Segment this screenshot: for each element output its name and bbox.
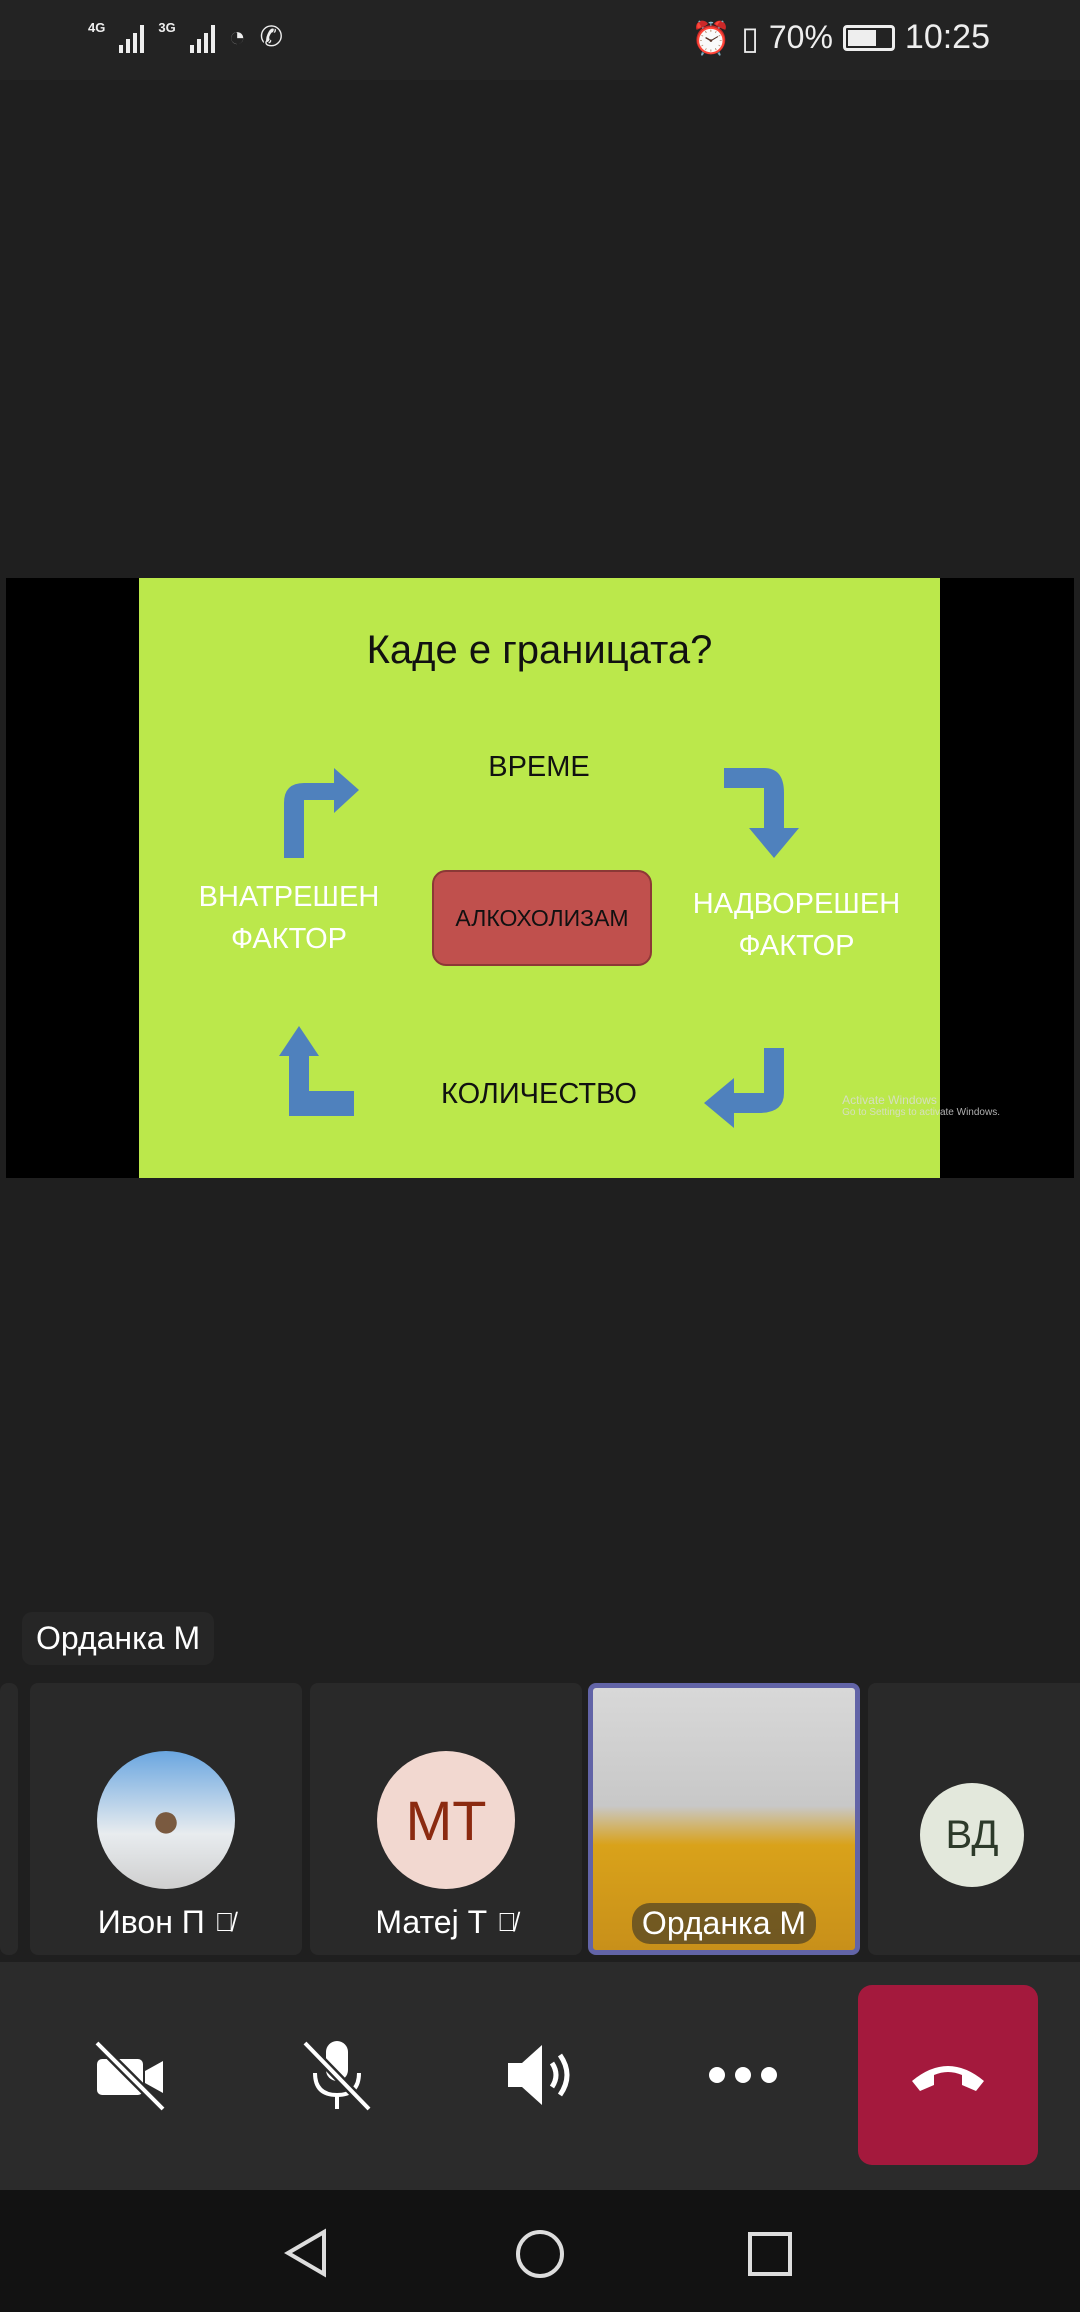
hang-up-button[interactable] — [858, 1985, 1038, 2165]
mute-button[interactable] — [282, 2020, 392, 2130]
arrow-left-up-icon — [279, 1026, 354, 1116]
mic-off-icon — [301, 2039, 373, 2113]
battery-percent: 70% — [768, 19, 833, 55]
participant-name: Ивон П — [97, 1904, 205, 1940]
participant-name: Матеј Т — [375, 1904, 488, 1940]
avatar: ● — [97, 1751, 235, 1889]
more-options-button[interactable] — [688, 2020, 798, 2130]
arrow-down-left-icon — [704, 1048, 784, 1128]
slide-label-external: НАДВОРЕШЕН ФАКТОР — [684, 883, 909, 967]
label-line: ФАКТОР — [738, 930, 855, 962]
label-line: ВНАТРЕШЕН — [198, 881, 380, 913]
slide-label-internal: ВНАТРЕШЕН ФАКТОР — [189, 876, 389, 960]
system-nav-bar — [0, 2190, 1080, 2312]
network-type-label-2: 3G — [158, 20, 176, 35]
status-bar: 4G 3G ◔ ✆ ⏰ ▯ 70% 10:25 — [0, 0, 1080, 80]
home-icon[interactable] — [514, 2228, 566, 2280]
watermark-line: Go to Settings to activate Windows. — [842, 1107, 1000, 1118]
participant-name: Орданка М — [631, 1903, 817, 1944]
recents-icon[interactable] — [746, 2230, 794, 2278]
camera-off-button[interactable] — [76, 2020, 186, 2130]
avatar-initials: ВД — [920, 1783, 1024, 1887]
wifi-icon: ◔ — [228, 21, 246, 52]
participant-tile[interactable]: ● Ивон П 🎙̸ — [30, 1683, 302, 1955]
signal-icon-2 — [189, 23, 215, 53]
slide-title: Каде е границата? — [366, 628, 713, 672]
mic-off-icon: 🎙̸ — [497, 1907, 517, 1937]
signal-icon — [119, 23, 145, 53]
back-icon[interactable] — [282, 2228, 332, 2278]
more-icon — [709, 2067, 777, 2083]
watermark-line: Activate Windows — [842, 1093, 937, 1107]
alarm-icon: ⏰ — [691, 19, 732, 56]
avatar-initials: МТ — [377, 1751, 515, 1889]
speaker-button[interactable] — [485, 2020, 595, 2130]
mic-off-icon: 🎙̸ — [214, 1907, 235, 1937]
battery-icon — [842, 24, 895, 51]
slide-label-quantity: КОЛИЧЕСТВО — [441, 1078, 637, 1110]
slide-center-box: АЛКОХОЛИЗАМ — [432, 870, 652, 966]
camera-off-icon — [93, 2039, 167, 2113]
active-speaker-label: Орданка М — [22, 1612, 215, 1665]
vibrate-icon: ▯ — [741, 19, 759, 56]
clock: 10:25 — [904, 18, 990, 56]
slide-label-time: ВРЕМЕ — [488, 751, 590, 783]
label-line: НАДВОРЕШЕН — [692, 888, 901, 920]
arrow-up-right-icon — [284, 768, 359, 858]
participant-tile-video[interactable]: Орданка М — [588, 1683, 860, 1955]
arrow-right-down-icon — [724, 768, 799, 858]
participant-tile[interactable]: МТ Матеј Т 🎙̸ — [310, 1683, 582, 1955]
label-line: ФАКТОР — [231, 923, 347, 955]
hang-up-icon — [912, 2066, 984, 2091]
participant-tile-partial[interactable] — [0, 1683, 18, 1955]
participant-tile[interactable]: ВД — [868, 1683, 1080, 1955]
phone-icon: ✆ — [259, 21, 284, 52]
speaker-icon — [508, 2045, 570, 2105]
call-controls — [0, 1962, 1080, 2190]
network-type-label: 4G — [88, 20, 106, 35]
